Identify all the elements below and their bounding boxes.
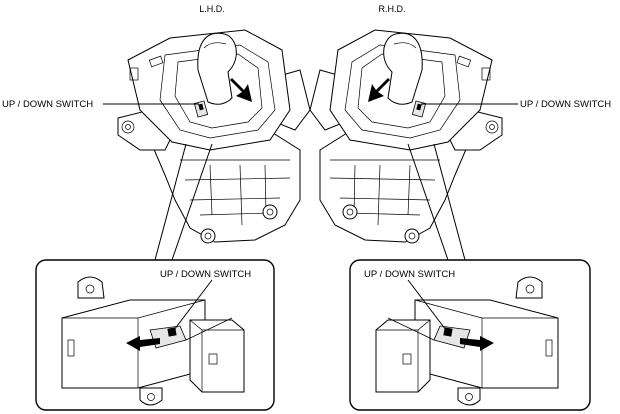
rhd-callout-left-line (407, 143, 449, 261)
rhd-detail-drawing (375, 276, 559, 406)
rhd-upper-switch-label: UP / DOWN SWITCH (520, 99, 611, 110)
rhd-detail-switch-label: UP / DOWN SWITCH (364, 269, 455, 280)
lhd-detail-switch-label: UP / DOWN SWITCH (160, 269, 251, 280)
lhd-callout-left-line (154, 143, 187, 261)
lhd-upper-switch-label: UP / DOWN SWITCH (2, 99, 93, 110)
rhd-shift-assembly (309, 29, 503, 244)
rhd-callout-right-line (433, 143, 466, 261)
lhd-callout-right-line (171, 143, 213, 261)
lhd-shift-assembly (117, 29, 311, 244)
rhd-title: R.H.D. (379, 4, 406, 14)
lhd-detail-drawing (61, 276, 245, 406)
lhd-title: L.H.D. (199, 4, 225, 14)
